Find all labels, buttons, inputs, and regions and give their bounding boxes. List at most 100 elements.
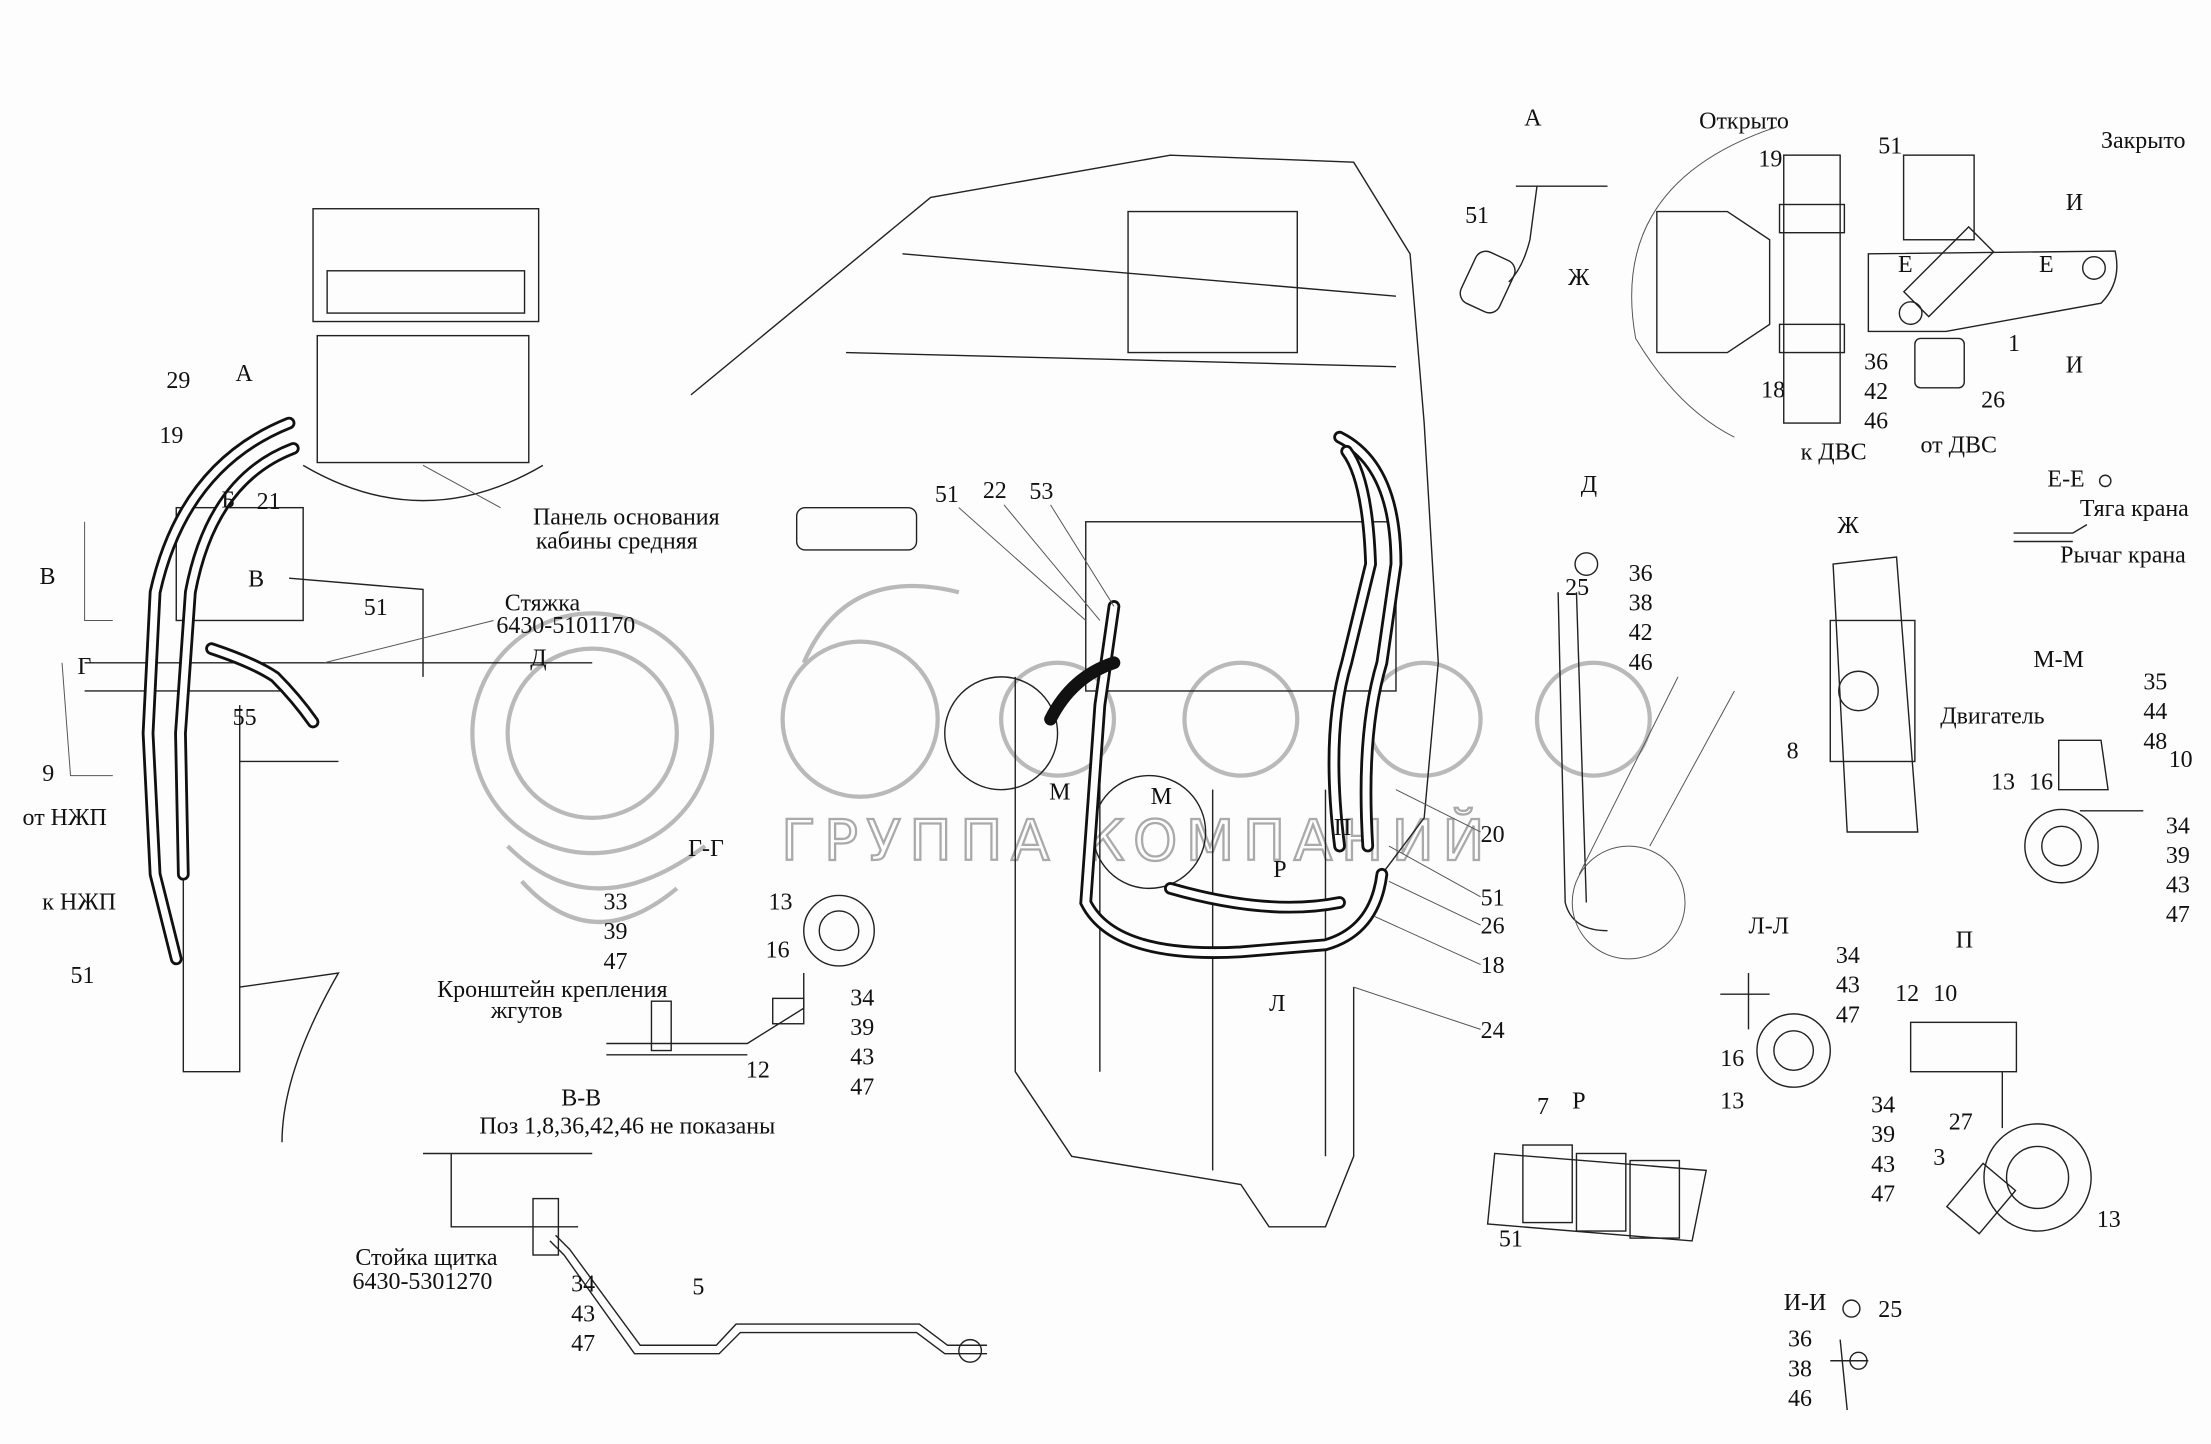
callout-label: 47 (1871, 1181, 1895, 1207)
callout-label: 7 (1537, 1094, 1549, 1120)
callout-label: Рычаг крана (2060, 543, 2186, 569)
callout-label: 34 (571, 1272, 595, 1298)
callout-label: 42 (1629, 620, 1653, 646)
callout-label: кабины средняя (536, 529, 698, 555)
callout-label: Д (1581, 472, 1597, 498)
callout-label: Двигатель (1940, 703, 2044, 729)
callout-label: 24 (1481, 1018, 1505, 1044)
callout-label: от ДВС (1921, 433, 1997, 459)
callout-label: И (2066, 190, 2083, 216)
view-r (1486, 1144, 1708, 1242)
callout-label: Б (221, 488, 235, 514)
callout-label: 51 (1465, 203, 1489, 229)
callout-label: Л-Л (1748, 914, 1789, 940)
callout-label: 5 (692, 1274, 704, 1300)
callout-label: 9 (42, 761, 54, 787)
callout-label: 34 (1836, 943, 1860, 969)
callout-label: 34 (1871, 1093, 1895, 1119)
callout-label: А (235, 361, 253, 387)
callout-label: 51 (1878, 134, 1902, 160)
callout-label: 8 (1787, 739, 1799, 765)
callout-label: 47 (2166, 902, 2190, 928)
section-l-l (1720, 972, 1831, 1088)
callout-label: к ДВС (1801, 440, 1867, 466)
callout-label: 20 (1481, 822, 1505, 848)
callout-label: 19 (159, 423, 183, 449)
callout-label: Г (78, 654, 92, 680)
callout-label: 12 (1895, 981, 1919, 1007)
view-zh (1829, 556, 1919, 833)
callout-label: П (1956, 928, 1973, 954)
callout-label: 46 (1629, 650, 1653, 676)
callout-label: 47 (571, 1331, 595, 1357)
callout-label: 43 (850, 1045, 874, 1071)
callout-label: Г-Г (688, 836, 724, 862)
callout-label: Р (1273, 857, 1286, 883)
section-i-i (1830, 1299, 1869, 1411)
callout-label: 16 (766, 937, 790, 963)
callout-label: 34 (850, 985, 874, 1011)
callout-label: 26 (1481, 914, 1505, 940)
callout-label: 51 (935, 482, 959, 508)
section-m-m (2024, 739, 2144, 884)
watermark-subtitle: ГРУППА КОМПАНИЙ (781, 806, 1493, 874)
callout-label: В (248, 567, 264, 593)
callout-label: 25 (1565, 575, 1589, 601)
callout-label: 39 (604, 919, 628, 945)
callout-label: Открыто (1699, 108, 1789, 134)
view-a (1459, 185, 1608, 314)
callout-label: 6430-5301270 (353, 1269, 493, 1295)
callout-label: 36 (1629, 561, 1653, 587)
callout-label: Е (1898, 252, 1913, 278)
callout-label: к НЖП (42, 890, 116, 916)
left-heater-assembly (61, 208, 593, 1143)
callout-label: 6430-5101170 (496, 613, 635, 639)
callout-label: 13 (1991, 770, 2015, 796)
callout-label: 38 (1788, 1356, 1812, 1382)
callout-label: 36 (1864, 349, 1888, 375)
callout-label: 51 (1499, 1227, 1523, 1253)
callout-label: 16 (2029, 770, 2053, 796)
callout-label: 42 (1864, 379, 1888, 405)
callout-label: И (2066, 352, 2083, 378)
callout-label: 43 (1871, 1152, 1895, 1178)
callout-label: 21 (257, 489, 281, 515)
callout-label: 27 (1949, 1110, 1973, 1136)
callout-label: 39 (850, 1015, 874, 1041)
callout-label: Ж (1568, 265, 1590, 291)
valve-detail (1631, 126, 2118, 438)
callout-label: В-В (561, 1086, 601, 1112)
callout-label: Тяга крана (2080, 496, 2189, 522)
callout-label: Р (1572, 1088, 1585, 1114)
callout-label: 3 (1933, 1145, 1945, 1171)
callout-label: Е (2039, 252, 2054, 278)
callout-label: Поз 1,8,36,42,46 не показаны (479, 1114, 775, 1140)
callout-label: 10 (2169, 747, 2193, 773)
callout-label: 51 (1481, 885, 1505, 911)
view-d (1557, 552, 1735, 960)
callout-label: 48 (2143, 729, 2167, 755)
callout-label: 44 (2143, 699, 2167, 725)
callout-label: 43 (2166, 873, 2190, 899)
callout-label: 53 (1029, 479, 1053, 505)
callout-label: 25 (1878, 1297, 1902, 1323)
callout-label: Л (1269, 991, 1285, 1017)
callout-label: 46 (1788, 1386, 1812, 1412)
callout-label: М-М (2033, 647, 2084, 673)
callout-label: 46 (1864, 409, 1888, 435)
callout-label: 47 (604, 949, 628, 975)
callout-label: 16 (1720, 1046, 1744, 1072)
callout-label: 13 (2097, 1207, 2121, 1233)
callout-label: жгутов (490, 998, 563, 1024)
callout-label: 10 (1933, 981, 1957, 1007)
e-e-section (2013, 474, 2112, 543)
callout-label: 43 (571, 1301, 595, 1327)
callout-label: 47 (1836, 1002, 1860, 1028)
callout-label: 38 (1629, 591, 1653, 617)
callout-label: М (1049, 780, 1070, 806)
callout-label: 35 (2143, 670, 2167, 696)
callout-label: Закрыто (2101, 128, 2186, 154)
callout-label: 18 (1481, 953, 1505, 979)
callout-label: 33 (604, 890, 628, 916)
